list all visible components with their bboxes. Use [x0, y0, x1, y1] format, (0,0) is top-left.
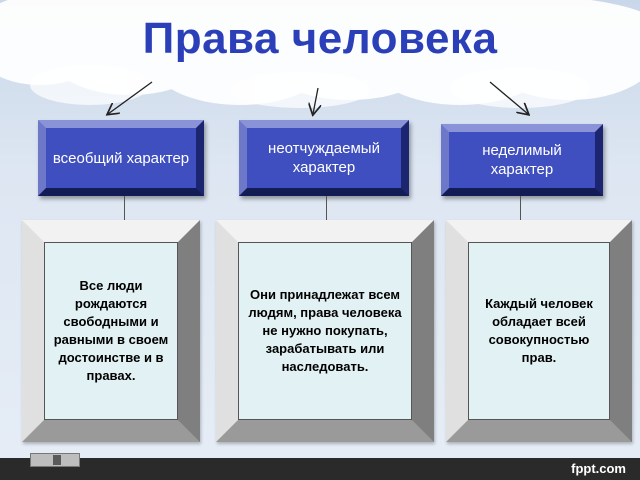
description-center: Они принадлежат всем людям, права челове… [238, 242, 412, 420]
description-frame-left: Все люди рождаются свободными и равными … [22, 220, 200, 442]
box-universal: всеобщий характер [38, 120, 204, 196]
footer-bar [0, 458, 640, 480]
box-inalienable-label: неотчуждаемый характер [247, 128, 401, 188]
box-universal-label: всеобщий характер [46, 128, 196, 188]
connector-line-center [326, 196, 327, 220]
description-frame-right: Каждый человек обладает всей совокупност… [446, 220, 632, 442]
box-indivisible: неделимый характер [441, 124, 603, 196]
description-right: Каждый человек обладает всей совокупност… [468, 242, 610, 420]
connector-line-left [124, 196, 125, 220]
slide-nav-button[interactable] [30, 453, 80, 467]
nav-icon [53, 455, 61, 465]
description-frame-center: Они принадлежат всем людям, права челове… [216, 220, 434, 442]
page-title: Права человека [142, 14, 498, 63]
connector-line-right [520, 196, 521, 220]
footer-brand: fppt.com [571, 461, 626, 476]
box-indivisible-label: неделимый характер [449, 132, 595, 188]
box-inalienable: неотчуждаемый характер [239, 120, 409, 196]
description-left: Все люди рождаются свободными и равными … [44, 242, 178, 420]
